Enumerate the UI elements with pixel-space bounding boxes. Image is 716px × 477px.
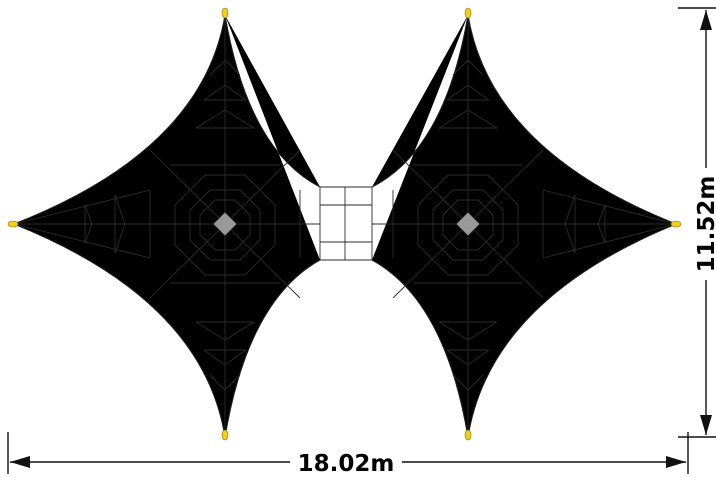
right-net-hub: [455, 211, 481, 237]
right-net-unit: [371, 14, 678, 438]
anchor-post-right-side: [670, 220, 682, 228]
right-net-outline: [371, 14, 678, 438]
width-arrow-right: [666, 456, 686, 468]
anchor-post-left-bottom: [221, 429, 229, 441]
left-net-unit: [12, 14, 321, 438]
anchor-post-left-top: [221, 7, 229, 19]
center-connector: [319, 186, 373, 261]
anchor-posts: [7, 7, 682, 441]
anchor-post-right-top: [464, 7, 472, 19]
left-net-outline: [12, 14, 321, 438]
anchor-post-right-bottom: [464, 429, 472, 441]
height-arrow-top: [700, 10, 712, 30]
width-dimension: 18.02m: [7, 432, 689, 477]
height-dimension: 11.52m: [678, 7, 716, 438]
height-arrow-bottom: [700, 415, 712, 435]
width-dimension-label: 18.02m: [298, 451, 395, 477]
anchor-post-left-side: [7, 220, 19, 228]
left-net-hub: [212, 211, 238, 237]
width-arrow-left: [10, 456, 30, 468]
height-dimension-label: 11.52m: [694, 176, 716, 273]
